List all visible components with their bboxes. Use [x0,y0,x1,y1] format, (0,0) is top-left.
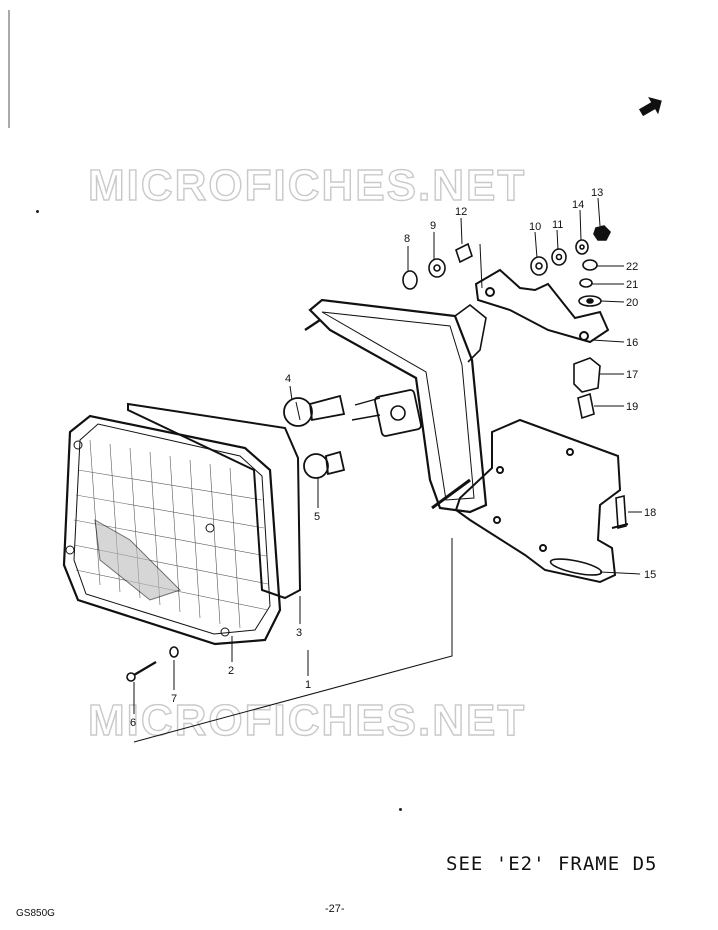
callout-labels: 1 2 3 4 5 6 7 8 9 10 11 12 13 14 15 16 1… [130,187,656,729]
callout-5: 5 [314,511,320,523]
callout-4: 4 [285,373,291,385]
gasket [127,402,302,600]
callout-8: 8 [404,233,410,245]
model-code: GS850G [16,908,55,919]
callout-11: 11 [552,219,563,231]
hardware-parts [126,225,629,682]
leader-lines [133,197,642,743]
callout-15: 15 [644,569,656,581]
callout-1: 1 [305,679,311,691]
callout-9: 9 [430,220,436,232]
callout-20: 20 [626,297,638,309]
page-number: -27- [325,903,345,915]
scan-dot [36,210,39,213]
callout-10: 10 [529,221,541,233]
lamp-housing [304,298,488,514]
callout-6: 6 [130,717,136,729]
watermark-bottom: MICROFICHES.NET [88,696,526,745]
callout-18: 18 [644,507,656,519]
callout-17: 17 [626,369,638,381]
lens-assembly [62,414,282,646]
callout-16: 16 [626,337,638,349]
callout-21: 21 [626,279,638,291]
frame-reference-note: SEE 'E2' FRAME D5 [446,853,658,875]
upper-bracket [474,268,610,344]
callout-2: 2 [228,665,234,677]
bulb-4 [283,394,346,427]
callout-13: 13 [591,187,603,199]
callout-12: 12 [455,206,467,218]
bulb-5 [303,450,346,479]
callout-7: 7 [171,693,177,705]
callout-19: 19 [626,401,638,413]
direction-arrow-icon [639,97,662,117]
callout-3: 3 [296,627,302,639]
watermark-top: MICROFICHES.NET [88,161,526,210]
callout-14: 14 [572,199,584,211]
callout-22: 22 [626,261,638,273]
scan-dot [399,808,402,811]
